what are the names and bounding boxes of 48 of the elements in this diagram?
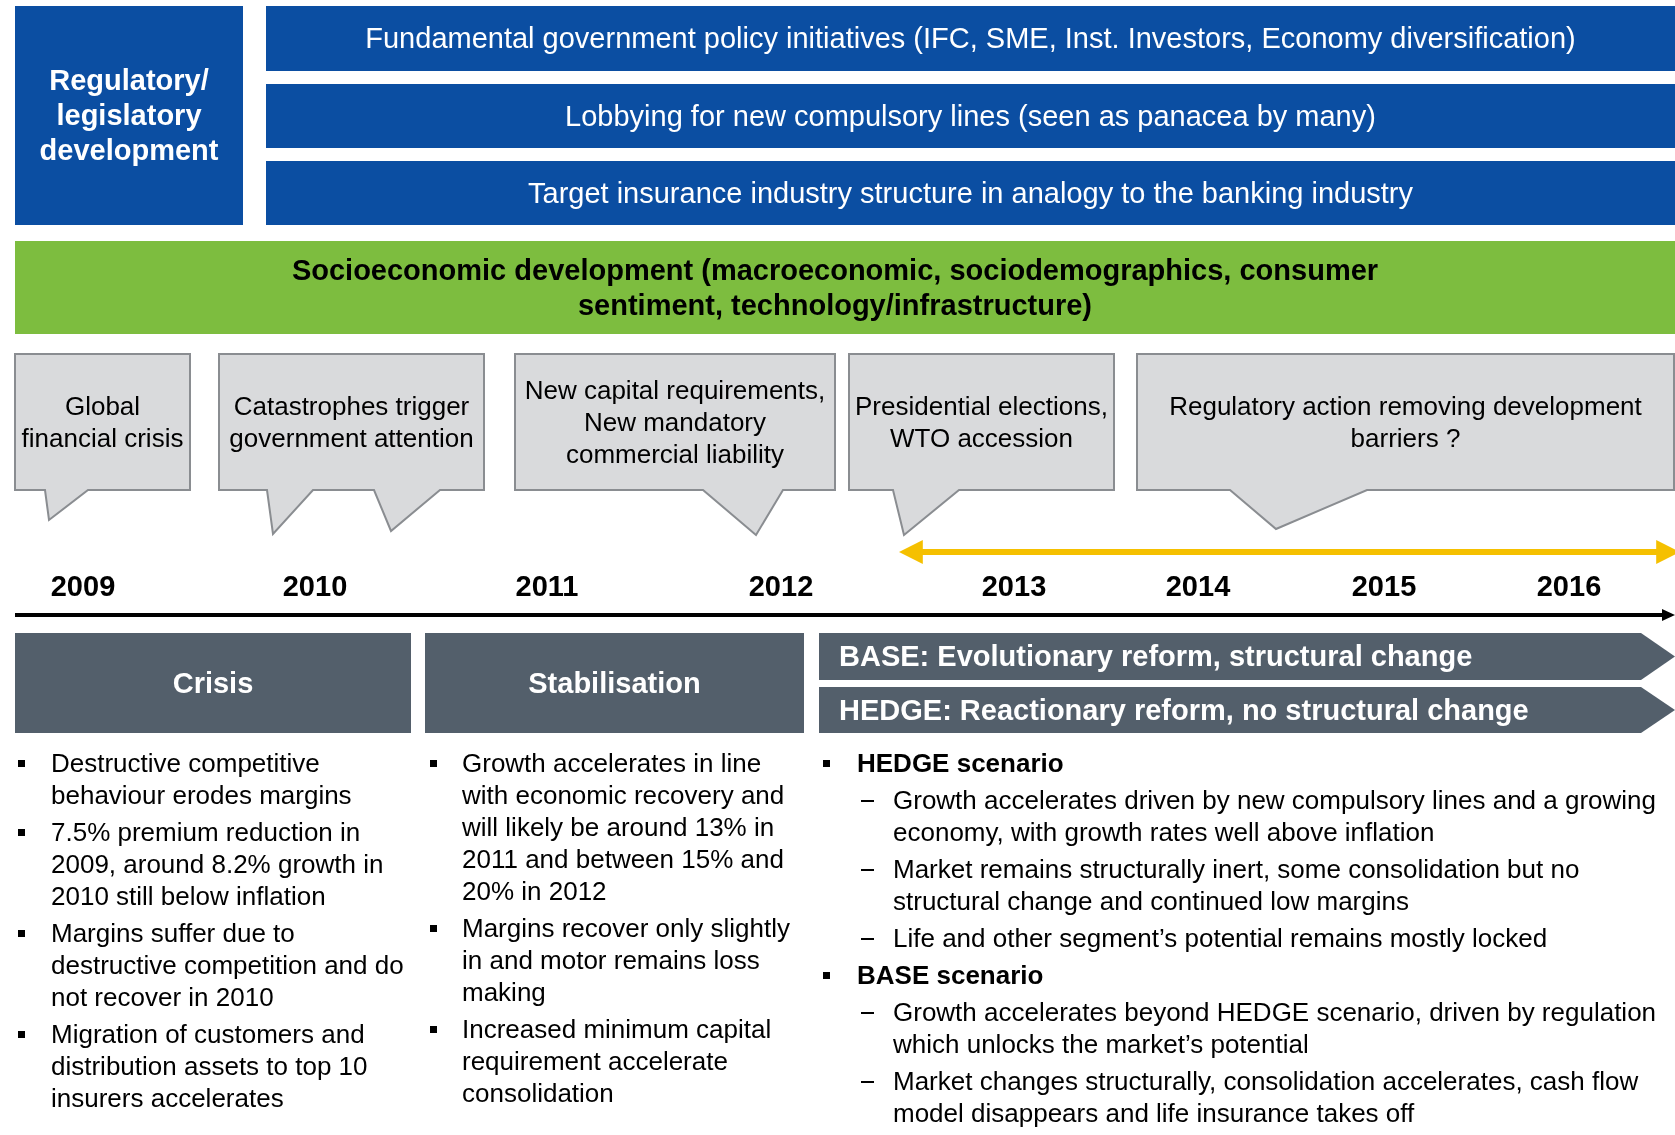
policy-banner bbox=[266, 84, 1675, 148]
bullet-text: Margins recover only slightly in and motor remains loss making bbox=[425, 912, 805, 1008]
year-label: 2009 bbox=[50, 570, 116, 603]
policy-banner bbox=[266, 6, 1675, 71]
year-label: 2012 bbox=[748, 570, 814, 603]
category-box bbox=[15, 6, 243, 225]
bullet-text: Growth accelerates driven by new compulsory lines and a growing economy, with growth rates well above inflation bbox=[819, 784, 1675, 848]
node-text: Lobbying for new compulsory lines (seen as panacea by many) bbox=[565, 99, 1376, 133]
node-text: Fundamental government policy initiatives (IFC, SME, Inst. Investors, Economy diversification) bbox=[365, 22, 1576, 55]
bullet-text: Growth accelerates beyond HEDGE scenario, driven by regulation which unlocks the market’s potential bbox=[819, 996, 1675, 1060]
scenario-text: BASE: Evolutionary reform, structural change bbox=[839, 640, 1473, 673]
year-label: 2014 bbox=[1165, 570, 1231, 603]
node-text: Target insurance industry structure in analogy to the banking industry bbox=[528, 176, 1413, 210]
year-label: 2013 bbox=[981, 570, 1047, 603]
node-text: Presidential elections, WTO accession bbox=[855, 390, 1108, 454]
scenario-heading: BASE scenario bbox=[819, 959, 1675, 991]
node-text: Socioeconomic development (macroeconomic, sociodemographics, consumer sentiment, technology/infrastructure) bbox=[290, 252, 1380, 323]
bullet-text: 7.5% premium reduction in 2009, around 8.2% growth in 2010 still below inflation bbox=[15, 816, 421, 912]
node-text: Stabilisation bbox=[528, 666, 701, 700]
year-label: 2015 bbox=[1351, 570, 1417, 603]
node-text: Global financial crisis bbox=[21, 390, 184, 454]
speech-bubble bbox=[515, 354, 835, 536]
scenario-text: HEDGE: Reactionary reform, no structural change bbox=[839, 693, 1529, 727]
bullet-text: Destructive competitive behaviour erodes margins bbox=[15, 747, 421, 811]
node-text: Crisis bbox=[172, 666, 254, 700]
node-text: Catastrophes trigger government attention bbox=[228, 390, 475, 454]
bullet-text: Increased minimum capital requirement accelerate consolidation bbox=[425, 1013, 805, 1109]
bullet-text: Market changes structurally, consolidation accelerates, cash flow model disappears and life insurance takes off bbox=[819, 1065, 1675, 1129]
scenario-heading: HEDGE scenario bbox=[819, 747, 1675, 779]
policy-banner bbox=[266, 161, 1675, 225]
bullet-text: Growth accelerates in line with economic recovery and will likely be around 13% in 2011 and between 15% and 20% in 2012 bbox=[425, 747, 805, 907]
development-band bbox=[15, 241, 1675, 334]
node-text: New capital requirements, New mandatory commercial liability bbox=[523, 374, 827, 470]
bullet-text: Margins suffer due to destructive competition and do not recover in 2010 bbox=[15, 917, 421, 1013]
speech-bubble bbox=[849, 354, 1114, 536]
year-label: 2016 bbox=[1536, 570, 1602, 603]
phase-header bbox=[15, 633, 411, 733]
bullet-text: Migration of customers and distribution assets to top 10 insurers accelerates bbox=[15, 1018, 421, 1114]
scenario-banner bbox=[819, 687, 1675, 733]
bullet-text: Life and other segment’s potential remains mostly locked bbox=[819, 922, 1675, 954]
node-text: Regulatory action removing development barriers ? bbox=[1168, 390, 1643, 454]
scenario-banner bbox=[819, 633, 1675, 680]
phase-header bbox=[425, 633, 804, 733]
speech-bubble bbox=[219, 354, 484, 536]
bullet-text: Market remains structurally inert, some consolidation but no structural change and continued low margins bbox=[819, 853, 1675, 917]
year-label: 2011 bbox=[515, 570, 579, 603]
year-label: 2010 bbox=[282, 570, 348, 603]
node-text: Regulatory/ legislatory development bbox=[38, 63, 220, 168]
